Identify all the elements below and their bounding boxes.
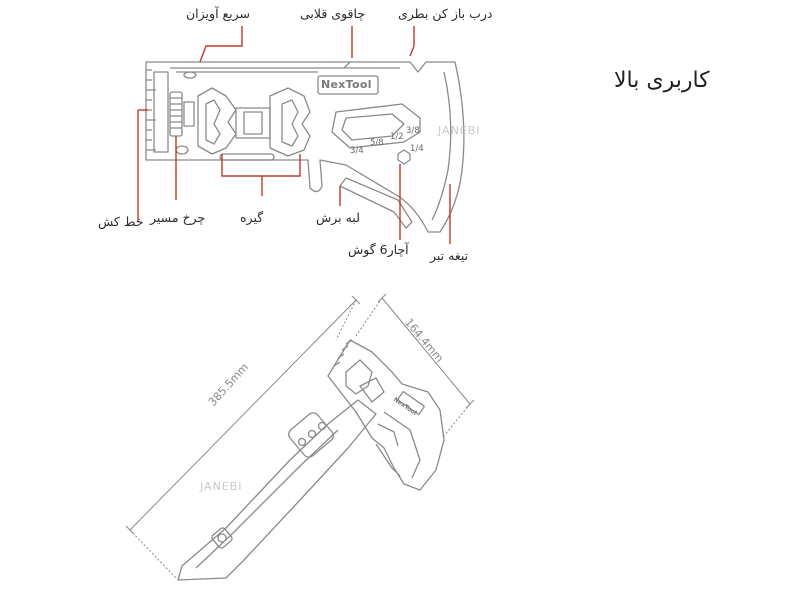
label-bottle-opener: درب باز کن بطری — [398, 6, 493, 21]
label-cutting-edge: لبه برش — [316, 210, 360, 225]
callout-line-bottle-opener — [409, 26, 415, 57]
label-axe-blade: تیغه تبر — [430, 248, 469, 263]
callout-line-hook-top — [199, 26, 243, 63]
wrench-size-label: 3/4 — [350, 146, 364, 156]
axe-head-outline — [327, 339, 445, 491]
label-clamp: گیره — [240, 210, 264, 225]
label-ruler: خط کش — [98, 214, 144, 229]
page-title: کاربری بالا — [614, 68, 710, 93]
tool-body-outline — [145, 61, 465, 233]
label-hex-wrench: آچار6 گوش — [348, 242, 409, 257]
label-hook-knife: چاقوی قلابی — [300, 6, 366, 21]
brand-badge — [317, 75, 379, 95]
label-adjust-wheel: چرخ مسیر — [150, 210, 206, 225]
label-hook-top: سریع آویزان — [186, 6, 251, 21]
dimension-line-length — [129, 299, 357, 531]
callout-line-clamp — [221, 154, 301, 177]
wrench-size-label: 5/8 — [370, 138, 384, 148]
wrench-size-label: 1/2 — [390, 132, 404, 142]
wrench-size-label: 3/8 — [406, 126, 420, 136]
watermark-top: JANEBI — [438, 124, 481, 137]
watermark-bottom: JANEBI — [200, 480, 243, 493]
brand-label: NexTool — [321, 78, 372, 91]
axe-handle-outline — [177, 399, 377, 581]
tool-angled-diagram — [177, 339, 445, 581]
wrench-size-label: 1/4 — [410, 144, 424, 154]
dimension-line-width — [381, 297, 471, 405]
